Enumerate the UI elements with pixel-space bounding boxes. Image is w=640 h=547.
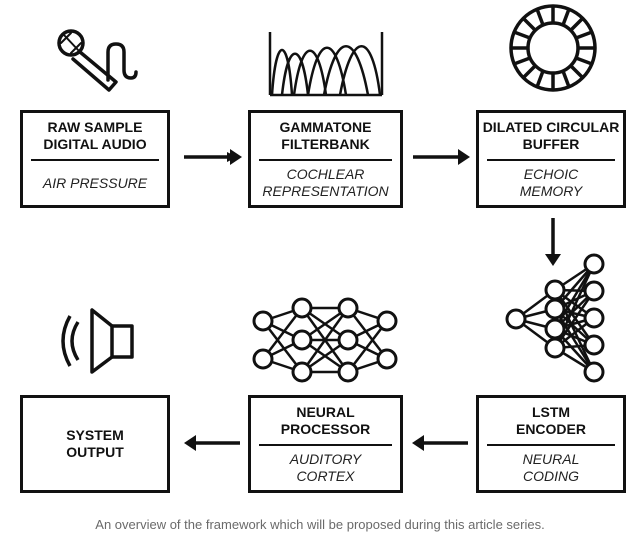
- raw-sample-divider: [31, 159, 159, 161]
- dilated-buffer-divider: [487, 159, 615, 161]
- neural-processor-subtitle-line-1: AUDITORY: [289, 451, 362, 467]
- lstm-encoder-box: LSTM ENCODER NEURAL CODING: [476, 395, 626, 493]
- neural-processor-title: NEURAL PROCESSOR: [251, 398, 400, 444]
- lstm-encoder-title: LSTM ENCODER: [479, 398, 623, 444]
- gammatone-title: GAMMATONE FILTERBANK: [251, 113, 400, 159]
- raw-sample-box: RAW SAMPLE DIGITAL AUDIO AIR PRESSURE: [20, 110, 170, 208]
- lstm-encoder-subtitle-line-2: CODING: [522, 468, 579, 484]
- encoder-network-icon: [505, 253, 605, 383]
- dilated-buffer-box: DILATED CIRCULAR BUFFER ECHOIC MEMORY: [476, 110, 626, 208]
- gammatone-divider: [259, 159, 392, 161]
- gammatone-title-line-1: GAMMATONE: [279, 119, 372, 135]
- gammatone-subtitle-line-2: REPRESENTATION: [262, 183, 389, 199]
- lstm-encoder-subtitle-line-1: NEURAL: [522, 451, 580, 467]
- dilated-buffer-title-line-1: DILATED CIRCULAR: [482, 119, 620, 135]
- system-output-title-line-2: OUTPUT: [66, 444, 124, 460]
- neural-processor-box: NEURAL PROCESSOR AUDITORY CORTEX: [248, 395, 403, 493]
- arrow-buffer-to-encoder-head: [545, 254, 561, 266]
- raw-sample-title-line-1: RAW SAMPLE: [47, 119, 143, 135]
- gammatone-box: GAMMATONE FILTERBANK COCHLEAR REPRESENTA…: [248, 110, 403, 208]
- gammatone-subtitle: COCHLEAR REPRESENTATION: [251, 161, 400, 205]
- arrow-raw-to-gammatone-head: [230, 149, 242, 165]
- raw-sample-title: RAW SAMPLE DIGITAL AUDIO: [23, 113, 167, 159]
- neural-processor-title-line-2: PROCESSOR: [280, 421, 371, 437]
- raw-sample-subtitle-line-1: AIR PRESSURE: [42, 174, 148, 191]
- filterbank-curves-icon: [268, 32, 384, 97]
- lstm-encoder-title-line-2: ENCODER: [515, 421, 586, 437]
- lstm-encoder-title-line-1: LSTM: [531, 404, 571, 420]
- neural-processor-title-line-1: NEURAL: [296, 404, 355, 420]
- dilated-buffer-title: DILATED CIRCULAR BUFFER: [479, 113, 623, 159]
- speaker-icon: [61, 308, 134, 374]
- neural-processor-subtitle: AUDITORY CORTEX: [251, 446, 400, 490]
- gammatone-subtitle-line-1: COCHLEAR: [286, 166, 365, 182]
- dilated-buffer-subtitle-line-1: ECHOIC: [523, 166, 579, 182]
- dilated-buffer-subtitle: ECHOIC MEMORY: [479, 161, 623, 205]
- lstm-encoder-subtitle: NEURAL CODING: [479, 446, 623, 490]
- figure-caption: An overview of the framework which will …: [95, 517, 545, 532]
- gammatone-title-line-2: FILTERBANK: [281, 136, 370, 152]
- system-output-title-line-1: SYSTEM: [66, 427, 124, 443]
- lstm-encoder-divider: [487, 444, 615, 446]
- arrow-gammatone-to-buffer-head: [458, 149, 470, 165]
- neural-processor-subtitle-line-2: CORTEX: [296, 468, 355, 484]
- microphone-icon: [57, 29, 138, 92]
- system-output-box: SYSTEM OUTPUT: [20, 395, 170, 493]
- circular-buffer-icon: [509, 4, 597, 92]
- neural-network-icon: [252, 297, 398, 383]
- system-output-title: SYSTEM OUTPUT: [23, 398, 167, 490]
- neural-processor-divider: [259, 444, 392, 446]
- arrow-encoder-to-processor-head: [412, 435, 424, 451]
- dilated-buffer-subtitle-line-2: MEMORY: [519, 183, 583, 199]
- arrow-processor-to-output-head: [184, 435, 196, 451]
- raw-sample-subtitle: AIR PRESSURE: [23, 161, 167, 205]
- raw-sample-title-line-2: DIGITAL AUDIO: [43, 136, 147, 152]
- dilated-buffer-title-line-2: BUFFER: [522, 136, 580, 152]
